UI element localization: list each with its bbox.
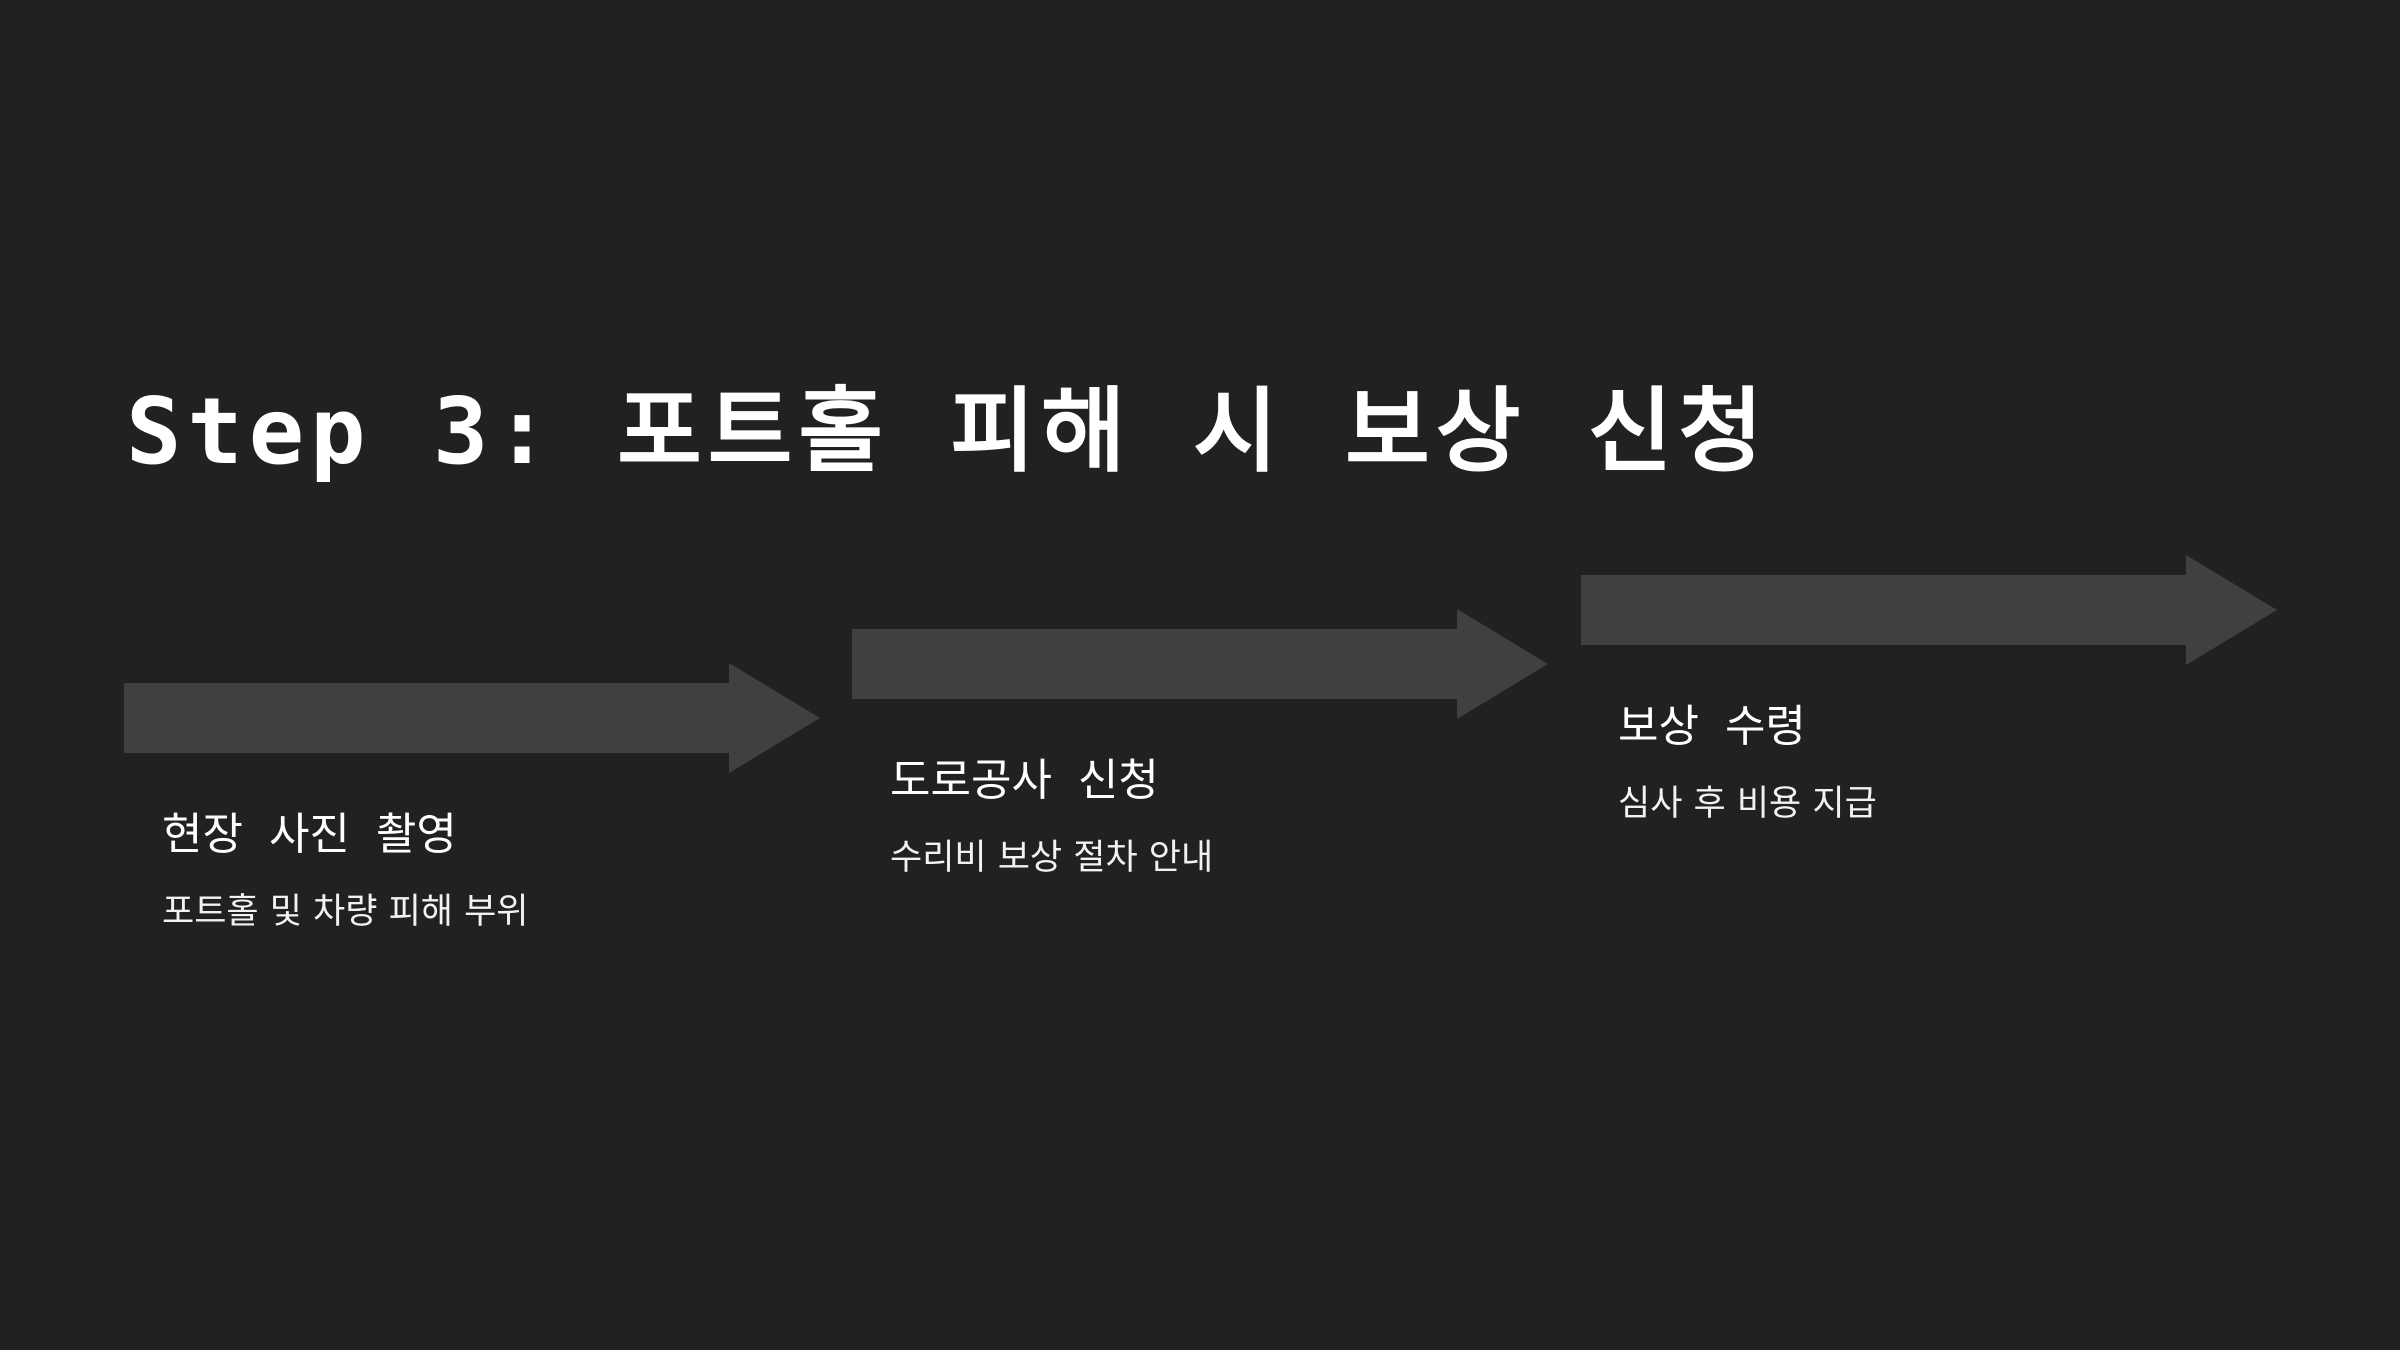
step-2-title: 도로공사 신청 [890, 755, 1159, 806]
step-3-arrow-shape [1581, 555, 2277, 665]
step-3-arrow [1581, 555, 2277, 665]
page-title: Step 3: 포트홀 피해 시 보상 신청 [126, 378, 1770, 485]
step-2-description: 수리비 보상 절차 안내 [890, 838, 1214, 878]
step-1-arrow [124, 663, 820, 773]
step-1-arrow-shape [124, 663, 820, 773]
step-1-title: 현장 사진 촬영 [162, 809, 457, 860]
step-2-arrow-shape [852, 609, 1548, 719]
step-3-title: 보상 수령 [1618, 701, 1806, 752]
step-1-description: 포트홀 및 차량 피해 부위 [162, 892, 529, 932]
step-2-arrow [852, 609, 1548, 719]
step-3-description: 심사 후 비용 지급 [1618, 784, 1877, 824]
